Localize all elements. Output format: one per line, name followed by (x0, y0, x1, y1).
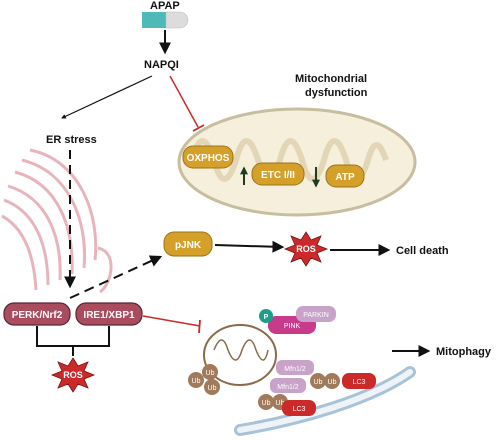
ros-label-top: ROS (296, 244, 316, 254)
perk-nrf2-label: PERK/Nrf2 (12, 310, 63, 321)
ub-label-6: Ub (314, 379, 323, 386)
er-ros-bracket (36, 326, 110, 347)
pink-label: PINK (284, 323, 301, 330)
pjnk-label: pJNK (175, 240, 202, 251)
er-to-pjnk-dashed-arrow (69, 255, 163, 299)
mito-title-2: dysfunction (305, 87, 368, 99)
mfn-label-2: Mfn1/2 (277, 384, 299, 391)
parkin-pill (296, 306, 336, 322)
apap-capsule-icon (142, 11, 189, 29)
apap-label: APAP (150, 0, 180, 12)
mfn-pill-1 (276, 360, 314, 375)
ros-burst-icon-bottom (50, 357, 96, 393)
ub-label-4: Ub (262, 400, 271, 407)
atp-pill (325, 164, 365, 188)
napqi-label: NAPQI (144, 59, 179, 71)
mitophagy-label: Mitophagy (436, 346, 492, 358)
lc3-label-1: LC3 (353, 379, 366, 386)
ub-label-7: Ub (328, 379, 337, 386)
ros-label-bottom: ROS (63, 370, 83, 380)
lc3-pill-1 (342, 373, 376, 389)
ros-burst-icon (283, 231, 329, 267)
ub-label-2: Ub (192, 378, 201, 385)
ire1-inhibition-line (142, 315, 201, 334)
endoplasmic-reticulum-icon (1, 148, 113, 294)
ubiquitin-group-left (188, 364, 220, 395)
pjnk-pill (163, 231, 213, 257)
etc-label: ETC I/II (261, 170, 295, 181)
phagophore-membrane-icon (234, 366, 416, 436)
cell-death-label: Cell death (396, 245, 449, 257)
pjnk-to-ros-arrow (214, 240, 285, 253)
oxphos-pill (182, 145, 234, 169)
napqi-to-er-arrow (61, 75, 153, 119)
ub-label-3: Ub (208, 385, 217, 392)
mfn-label-1: Mfn1/2 (284, 366, 306, 373)
parkin-label: PARKIN (303, 312, 329, 319)
lc3-pill-2 (282, 400, 316, 416)
damaged-mitochondrion-icon (203, 324, 277, 386)
atp-label: ATP (335, 172, 355, 183)
mfn-pill-2 (270, 378, 306, 393)
phospho-label: P (264, 314, 269, 321)
ire1-xbp1-label: IRE1/XBP1 (83, 310, 135, 321)
er-stress-label: ER stress (46, 134, 97, 146)
etc-pill (251, 162, 305, 186)
phospho-circle (259, 309, 273, 323)
mito-title-1: Mitochondrial (295, 73, 367, 85)
lc3-label-2: LC3 (293, 406, 306, 413)
ub-label-5: Ub (276, 400, 285, 407)
ub-label-1: Ub (206, 370, 215, 377)
oxphos-label: OXPHOS (187, 153, 230, 164)
napqi-inhibition-line (169, 75, 205, 132)
perk-nrf2-pill (3, 302, 71, 326)
ire1-xbp1-pill (75, 302, 143, 326)
